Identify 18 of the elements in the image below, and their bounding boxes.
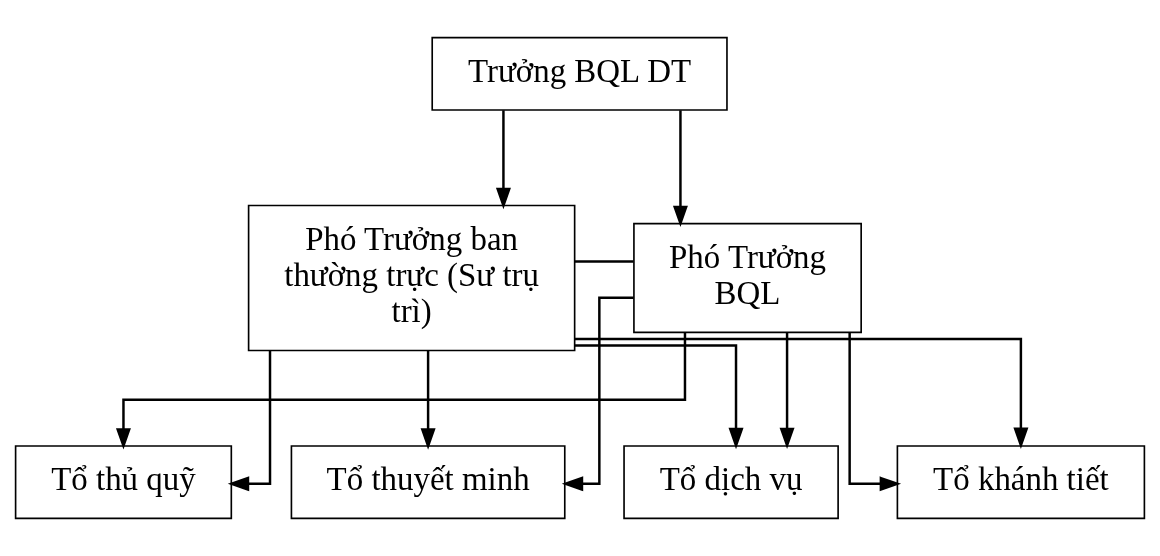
arrow	[779, 332, 795, 450]
node-box: Tổ thủ quỹ	[14, 445, 233, 520]
arrow	[561, 296, 634, 492]
arrow	[848, 332, 902, 492]
connector	[574, 260, 634, 263]
arrow	[495, 110, 511, 210]
node-box: Tổ dịch vụ	[623, 445, 839, 520]
arrow	[420, 350, 436, 450]
arrow	[115, 332, 687, 450]
node-box: Trưởng BQL DT	[431, 36, 728, 111]
arrow	[574, 337, 1029, 450]
node-box: Phó Trưởng ban thường trực (Sư trụ trì)	[247, 204, 576, 352]
arrow	[227, 350, 272, 492]
node-box: Phó Trưởng BQL	[633, 222, 862, 334]
node-box: Tổ khánh tiết	[896, 445, 1146, 520]
arrow	[672, 110, 688, 228]
node-box: Tổ thuyết minh	[290, 445, 566, 520]
arrow	[574, 344, 744, 450]
